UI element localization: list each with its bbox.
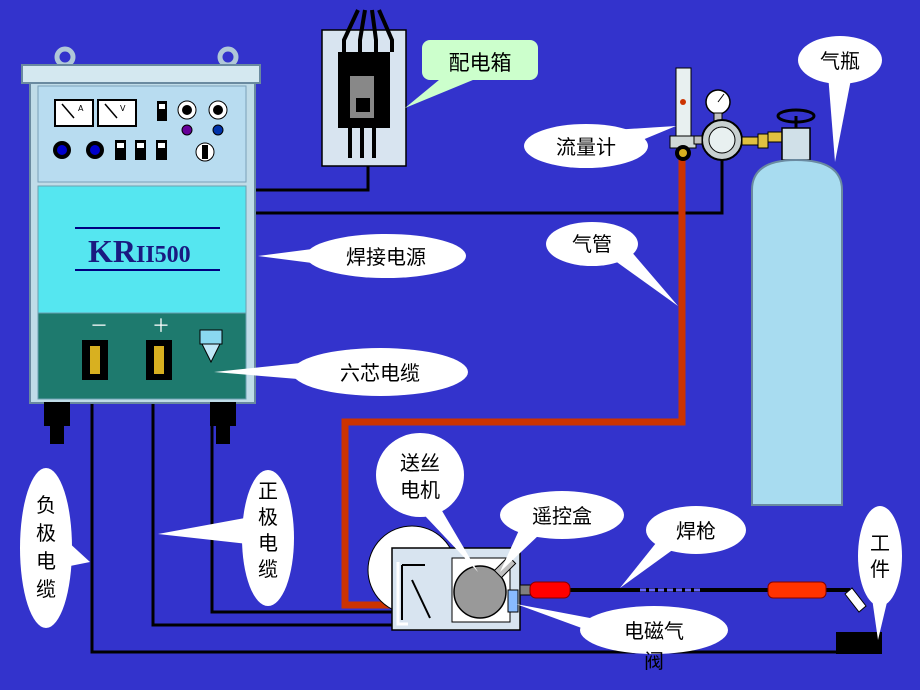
ammeter: A [54,99,94,127]
panel-switch [157,101,167,121]
callout-gas-hose: 气管 [546,222,678,306]
voltmeter-label: V [120,104,126,113]
gas-cylinder [751,108,843,506]
adjustment-knob [195,142,215,162]
label-distribution-box: 配电箱 [449,51,512,75]
callout-solenoid-valve: 电磁气 阀 [516,604,728,673]
label-positive-cable-4: 缆 [258,557,278,581]
terminal-minus-label: － [90,316,108,337]
callout-welding-power-source: 焊接电源 [258,234,466,278]
label-negative-cable-2: 极 [36,521,56,545]
label-gas-cylinder: 气瓶 [820,49,860,73]
gas-hose [341,160,686,609]
machine-front [37,185,247,314]
positive-terminal [146,340,172,380]
callout-wire-feed-motor: 送丝 电机 [376,433,478,572]
heater-cable [255,160,724,215]
terminal-plus-label: ＋ [152,316,170,337]
label-solenoid-valve-line2: 阀 [644,649,664,673]
panel-indicator-right [212,124,224,136]
callout-positive-cable: 正 极 电 缆 [158,470,294,606]
callout-gas-cylinder: 气瓶 [798,36,882,162]
solenoid-valve [507,589,519,613]
label-remote-control-box: 遥控盒 [532,504,592,528]
positive-cable [151,375,392,627]
label-workpiece-line1: 工 [870,531,890,555]
label-solenoid-valve-line1: 电磁气 [624,619,684,643]
callout-welding-torch: 焊枪 [620,506,746,588]
panel-knob-upper-right [208,100,228,120]
workpiece [836,587,882,654]
brand-label: KRII500 [88,233,191,269]
label-welding-torch: 焊枪 [676,519,716,543]
negative-cable [90,375,838,654]
flow-meter [669,67,697,161]
negative-terminal [82,340,108,380]
label-flow-meter: 流量计 [556,135,616,159]
label-welding-power-source: 焊接电源 [346,245,426,269]
voltmeter: V [97,99,137,127]
panel-switch-row [115,140,167,160]
lifting-ring-right [217,46,239,68]
panel-indicator-left [181,124,193,136]
panel-knob-upper-left [177,100,197,120]
six-core-cable [210,365,392,614]
six-core-connector [199,329,223,364]
machine-foot-right [210,402,236,426]
mains-cable [255,165,370,192]
callout-workpiece: 工 件 [858,506,902,640]
label-wire-feed-motor-line1: 送丝 [400,451,440,475]
machine-base [37,312,247,400]
label-negative-cable-3: 电 [36,549,56,573]
welding-torch [519,581,827,599]
machine-foot-left [44,402,70,426]
distribution-box [321,9,407,167]
welding-power-source: A V [21,46,261,444]
callout-flow-meter: 流量计 [524,124,676,168]
output-socket-left [53,141,71,159]
pressure-regulator [693,89,769,161]
label-workpiece-line2: 件 [870,557,890,581]
label-negative-cable-4: 缆 [36,577,56,601]
label-six-core-cable: 六芯电缆 [340,361,420,385]
lifting-ring-left [54,46,76,68]
label-negative-cable-1: 负 [36,493,56,517]
label-gas-hose: 气管 [572,232,612,256]
label-positive-cable-3: 电 [258,531,278,555]
label-wire-feed-motor-line2: 电机 [400,478,440,502]
callout-remote-control-box: 遥控盒 [500,491,624,572]
feed-motor [453,565,507,619]
callout-negative-cable: 负 极 电 缆 [20,468,90,628]
ammeter-label: A [78,104,84,113]
wire-feeder [367,525,521,631]
label-positive-cable-2: 极 [258,505,278,529]
callout-six-core-cable: 六芯电缆 [214,348,468,396]
label-positive-cable-1: 正 [258,479,278,503]
callout-distribution-box: 配电箱 [405,40,538,108]
output-socket-right [86,141,104,159]
